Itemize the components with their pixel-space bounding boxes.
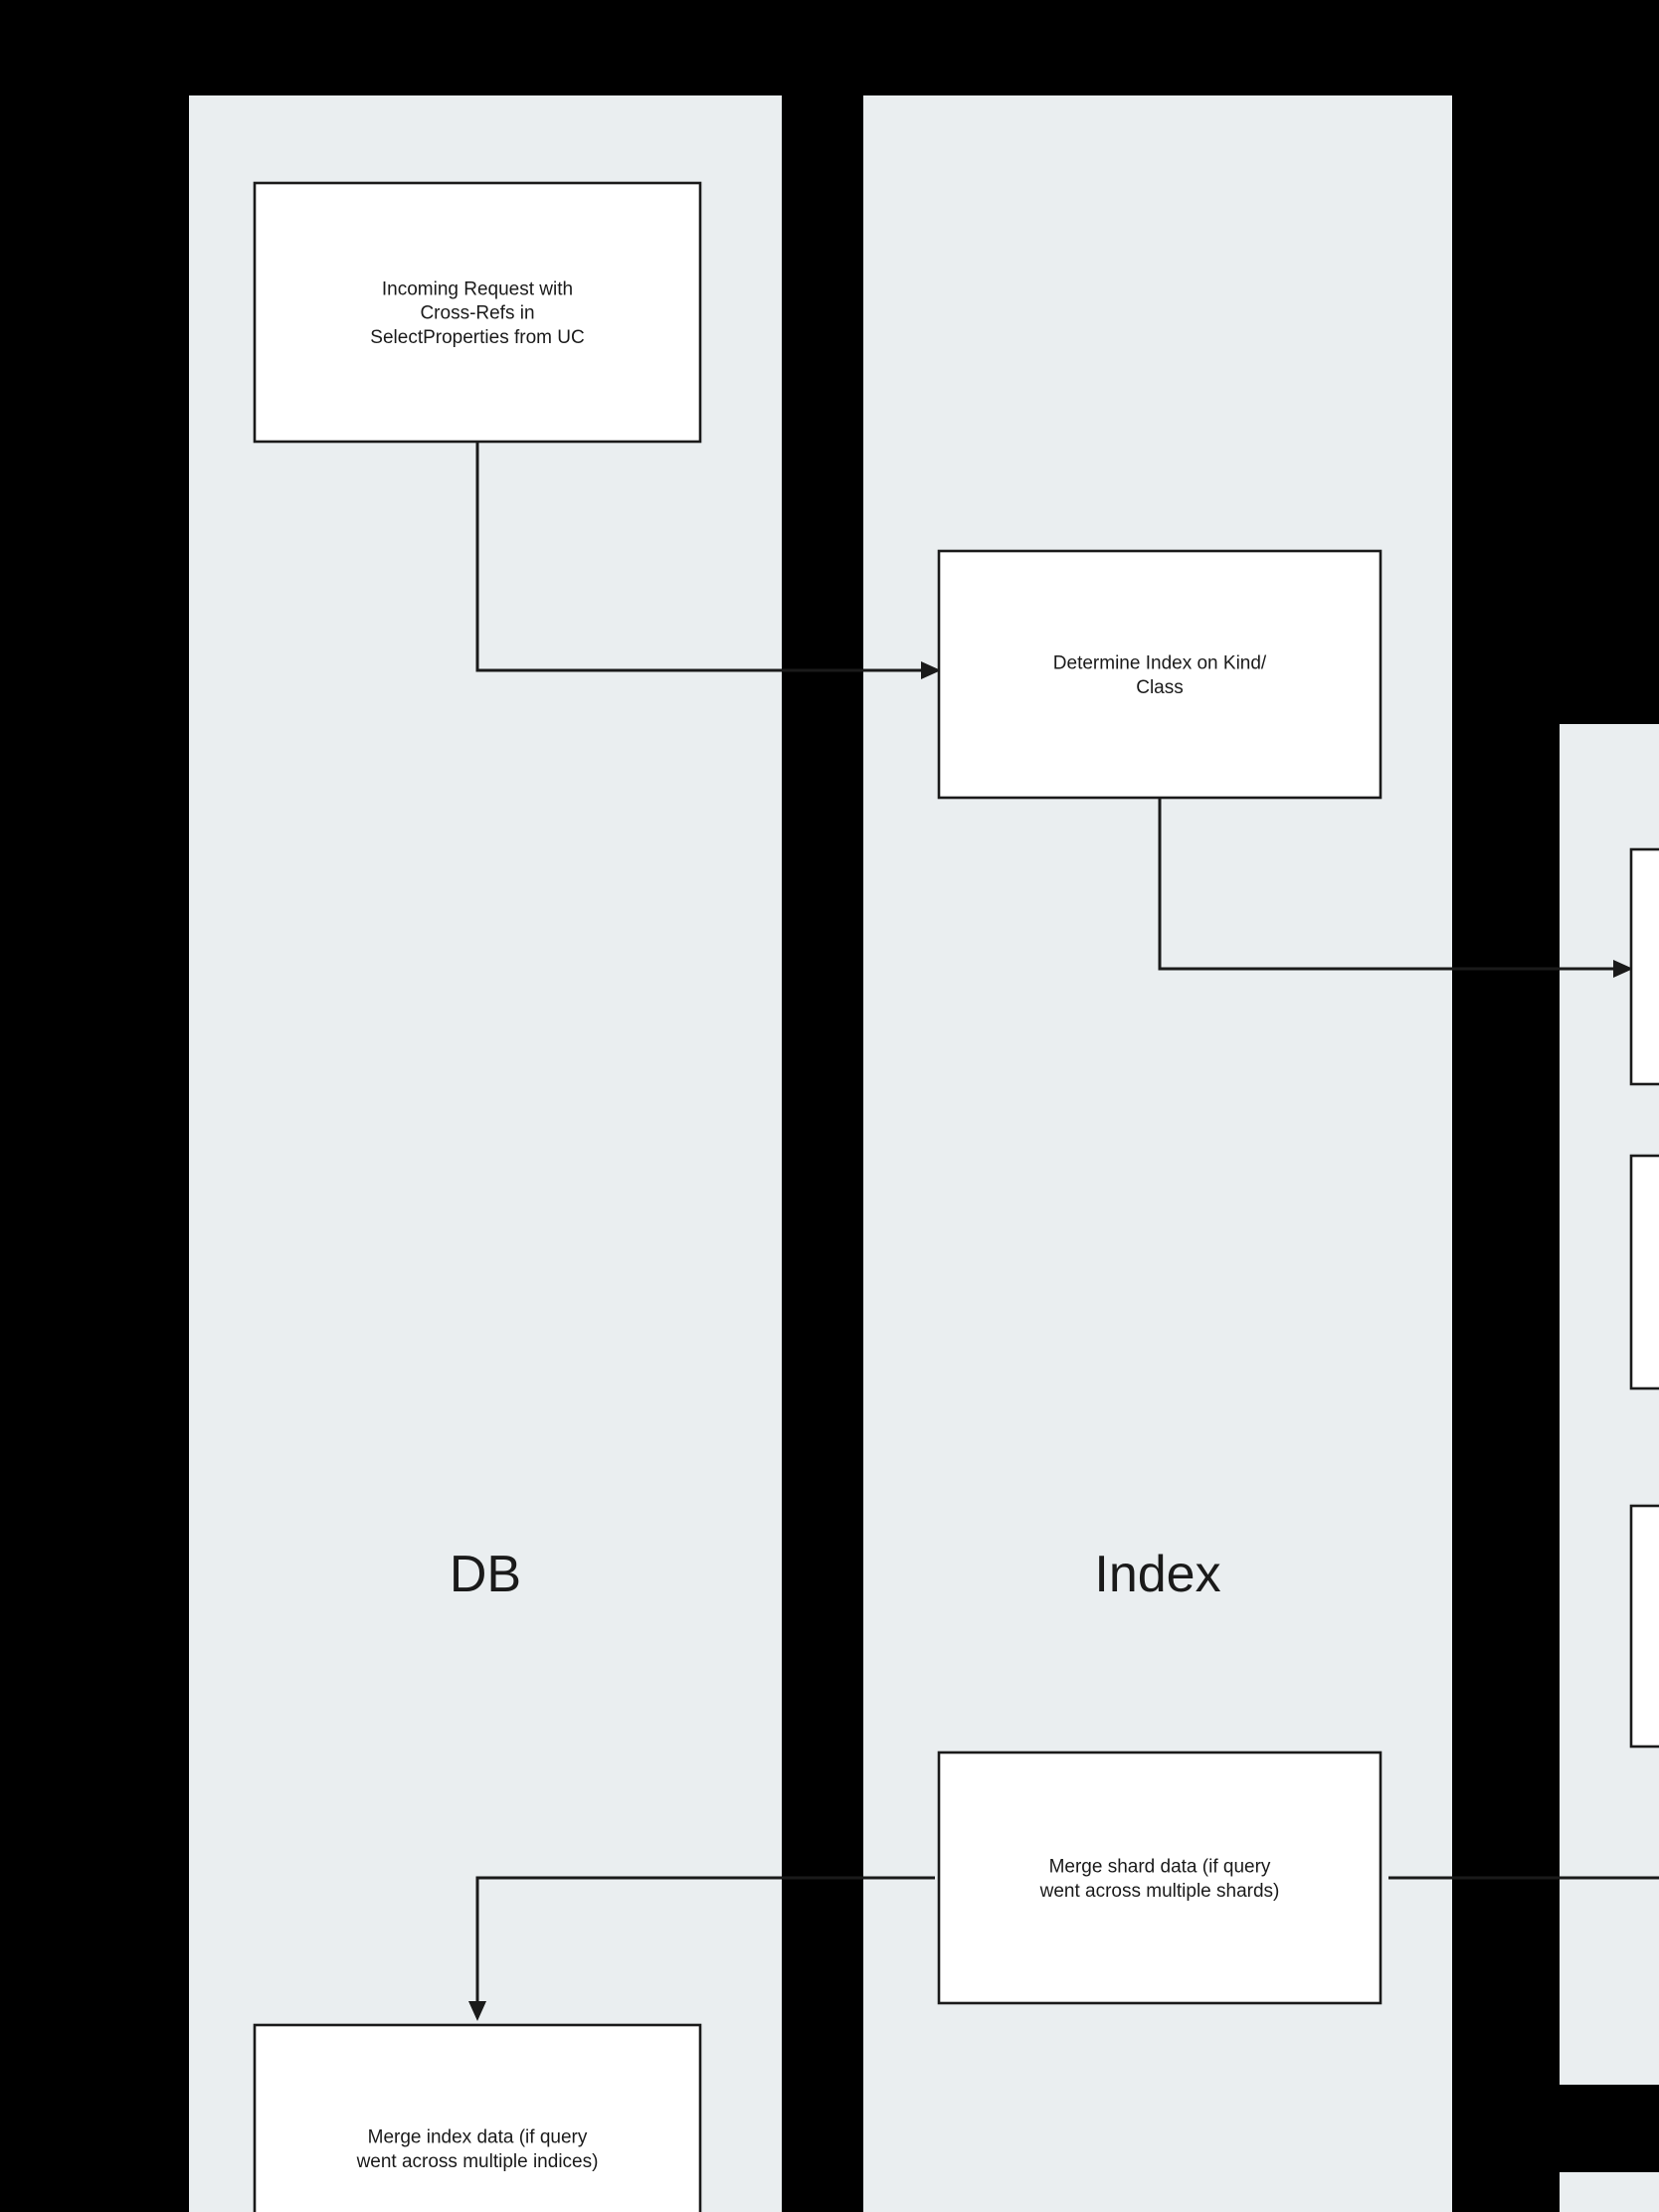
connector-unmarshal-to-merge-shard xyxy=(1388,1876,1659,1880)
node-box-merge-index-data xyxy=(253,2023,702,2212)
lane-db xyxy=(189,95,782,2212)
connectors-layer xyxy=(468,442,1659,2021)
lane-label-index: Index xyxy=(1094,1546,1220,1603)
node-read-byte-blob[interactable]: Read byte blob from boltbucket xyxy=(1629,1154,1659,1390)
node-unmarshal-binary[interactable]: Unmarshal binary and enrichspecial types… xyxy=(1629,1504,1659,1749)
connector-merge-shard-to-merge-index xyxy=(475,1876,935,2013)
lane-cached-resolver xyxy=(1560,2172,1659,2212)
lane-labels-layer: DBIndexShardCachedResolver xyxy=(450,1546,1221,1603)
node-box-merge-shard-data xyxy=(937,1751,1382,2005)
lanes-layer xyxy=(189,95,1659,2212)
node-determine-shard[interactable]: Determine Shard throughHashing xyxy=(1629,847,1659,1086)
node-box-read-byte-blob xyxy=(1629,1154,1659,1390)
lane-label-db: DB xyxy=(450,1546,521,1603)
node-box-determine-shard xyxy=(1629,847,1659,1086)
node-label-determine-index: Determine Index on Kind/Class xyxy=(1053,652,1267,697)
arrowhead-determine-index-to-shard xyxy=(1613,960,1633,978)
node-determine-index[interactable]: Determine Index on Kind/Class xyxy=(937,549,1382,800)
node-box-unmarshal-binary xyxy=(1629,1504,1659,1749)
connector-incoming-to-determine-index xyxy=(475,442,931,672)
connector-determine-index-to-shard xyxy=(1158,798,1623,971)
node-box-incoming-request xyxy=(253,181,702,444)
arrowhead-incoming-to-determine-index xyxy=(921,661,941,679)
arrowhead-merge-shard-to-merge-index xyxy=(468,2001,486,2021)
node-box-determine-index xyxy=(937,549,1382,800)
